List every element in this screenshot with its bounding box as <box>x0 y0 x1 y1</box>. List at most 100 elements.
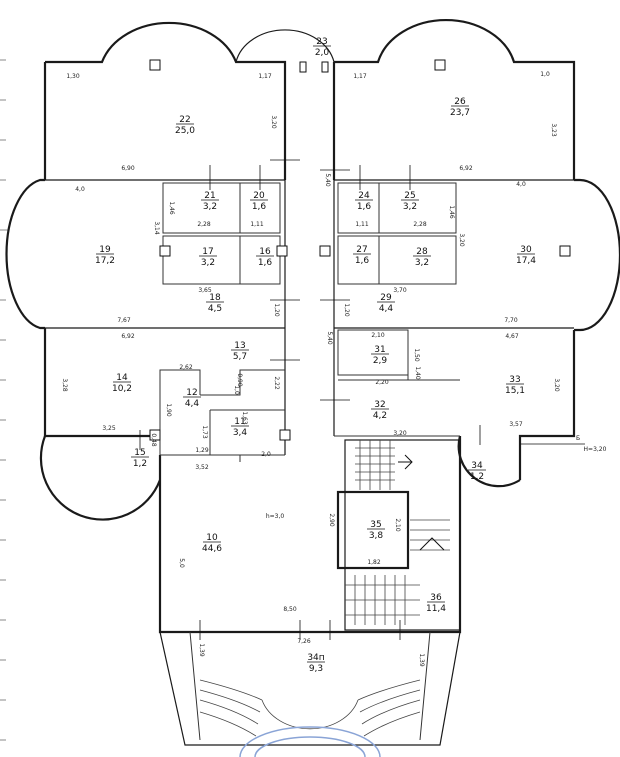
room-24: 341,2 <box>468 461 486 482</box>
room-area: 1,2 <box>470 472 484 482</box>
room-labels: 232,02225,02623,7213,2201,6241,6253,2191… <box>95 37 536 674</box>
room-area: 3,8 <box>369 531 384 541</box>
room-area: 1,6 <box>357 202 372 212</box>
room-area: 25,0 <box>175 126 195 136</box>
room-area: 44,6 <box>202 544 222 554</box>
dimension-label: 1,17 <box>353 73 367 80</box>
room-area: 1,6 <box>252 202 267 212</box>
room-area: 2,0 <box>315 48 330 58</box>
dimension-label: 0,48 <box>150 433 157 447</box>
dimension-label: 8,50 <box>283 606 297 613</box>
dimension-label: 0,90 <box>236 373 243 387</box>
dimension-label: 1,39 <box>418 653 425 667</box>
room-number: 10 <box>206 533 218 543</box>
room-number: 25 <box>404 191 415 201</box>
room-number: 20 <box>253 191 265 201</box>
dimension-label: 1,30 <box>66 73 80 80</box>
room-number: 34 <box>471 461 483 471</box>
ceiling-height: h=3,0 <box>266 513 285 520</box>
dimension-label: 1,82 <box>367 559 381 566</box>
dimension-label: 1,11 <box>250 221 264 228</box>
dimension-label: 1,46 <box>448 205 455 219</box>
room-15: 294,4 <box>377 293 395 314</box>
room-1: 232,0 <box>313 37 331 58</box>
room-number: 24 <box>358 191 370 201</box>
room-area: 10,2 <box>112 384 132 394</box>
dimension-label: 3,28 <box>61 378 68 392</box>
room-number: 21 <box>204 191 215 201</box>
section-marker-b: Б <box>576 435 580 442</box>
room-number: 15 <box>134 448 145 458</box>
room-9: 173,2 <box>199 247 217 268</box>
room-number: 14 <box>116 373 128 383</box>
room-number: 31 <box>374 345 385 355</box>
room-10: 161,6 <box>256 247 274 268</box>
dimension-label: 1,0 <box>233 385 240 395</box>
room-6: 241,6 <box>355 191 373 212</box>
dimension-label: 3,57 <box>509 421 523 428</box>
dimension-label: 1,63 <box>241 411 248 425</box>
room-16: 135,7 <box>231 341 249 362</box>
dimension-label: 3,20 <box>393 430 407 437</box>
room-21: 324,2 <box>371 400 389 421</box>
inner-walls <box>45 62 574 462</box>
dimension-label: 3,65 <box>198 287 212 294</box>
dimension-label: 2,10 <box>371 332 385 339</box>
dimension-label: 3,20 <box>553 378 560 392</box>
room-number: 32 <box>374 400 385 410</box>
room-23: 151,2 <box>131 448 149 469</box>
room-area: 4,5 <box>208 304 222 314</box>
dimension-label: 2,28 <box>413 221 427 228</box>
room-number: 26 <box>454 97 466 107</box>
dimension-label: 3,25 <box>102 425 116 432</box>
dimension-label: 2,62 <box>179 364 193 371</box>
room-area: 4,2 <box>373 411 387 421</box>
room-17: 312,9 <box>371 345 389 366</box>
room-number: 19 <box>99 245 111 255</box>
dimension-label: 4,0 <box>75 186 85 193</box>
dimension-label: 3,14 <box>153 221 160 235</box>
room-area: 1,2 <box>133 459 147 469</box>
room-22: 113,4 <box>231 417 249 438</box>
height-marker: H=3,20 <box>584 446 607 453</box>
room-number: 35 <box>370 520 381 530</box>
stamp <box>239 726 381 757</box>
dimension-label: 1,90 <box>165 403 172 417</box>
dimension-label: 1,40 <box>414 366 421 380</box>
dimension-label: 3,20 <box>458 233 465 247</box>
dimension-label: 2,10 <box>394 518 401 532</box>
room-number: 12 <box>186 388 197 398</box>
dimension-label: 2,22 <box>273 376 280 390</box>
dimension-label: 7,26 <box>297 638 311 645</box>
room-area: 2,9 <box>373 356 388 366</box>
dimension-label: 1,0 <box>540 71 550 78</box>
room-area: 17,2 <box>95 256 115 266</box>
room-area: 3,2 <box>415 258 429 268</box>
room-area: 3,4 <box>233 428 248 438</box>
dimension-label: 1,39 <box>198 643 205 657</box>
dimension-label: 1,11 <box>355 221 369 228</box>
dimension-label: 2,28 <box>197 221 211 228</box>
dimension-label: 1,73 <box>201 425 208 439</box>
room-number: 22 <box>179 115 190 125</box>
room-area: 1,6 <box>355 256 370 266</box>
dimension-label: 1,46 <box>168 201 175 215</box>
room-area: 11,4 <box>426 604 446 614</box>
window-marks <box>139 159 481 640</box>
dimension-label: 7,70 <box>504 317 518 324</box>
dimension-label: 1,20 <box>273 303 280 317</box>
room-number: 27 <box>356 245 367 255</box>
dimension-label: 7,67 <box>117 317 131 324</box>
dimension-label: 6,92 <box>459 165 473 172</box>
dimension-label: 5,0 <box>178 558 185 568</box>
room-area: 5,7 <box>233 352 247 362</box>
